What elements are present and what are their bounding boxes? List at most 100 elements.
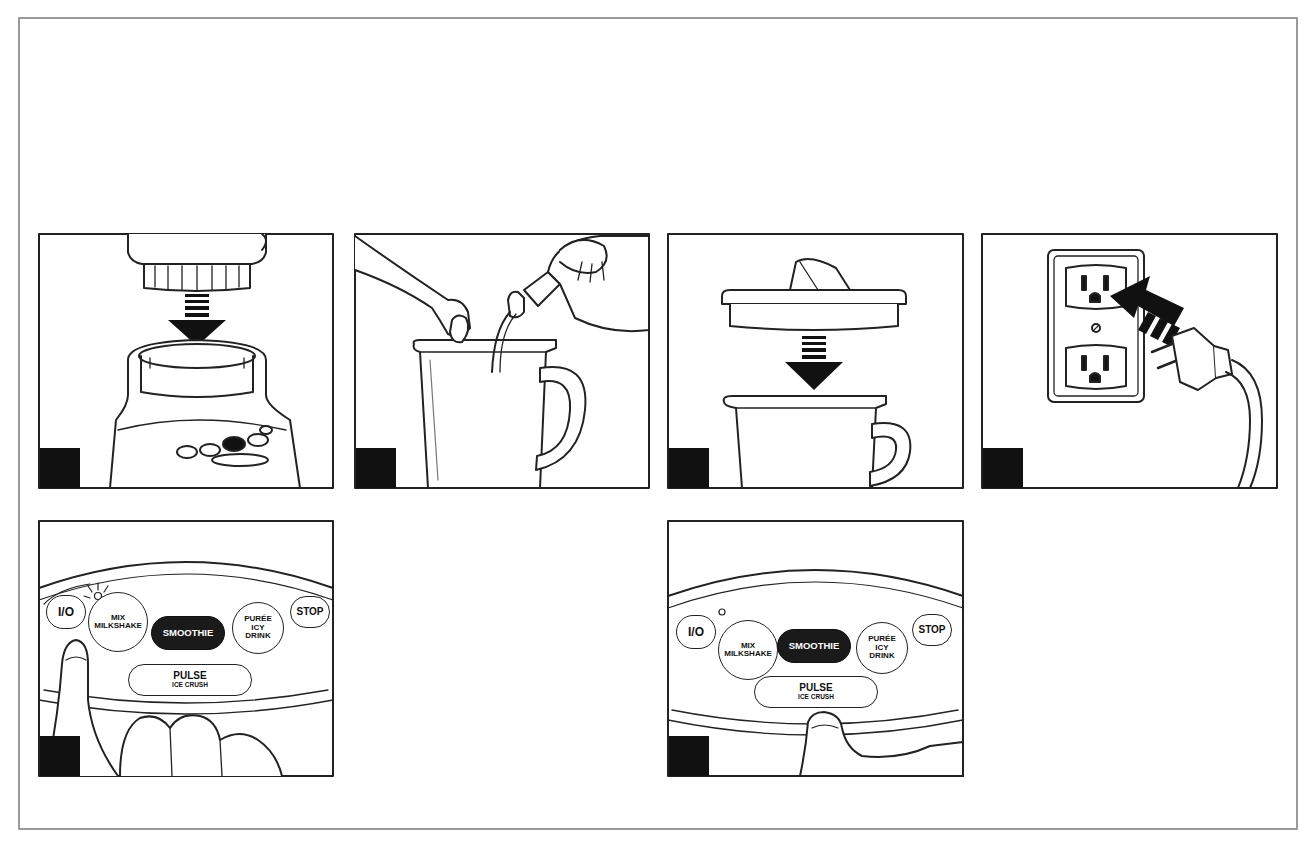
illustration-line: [1090, 373, 1100, 382]
control-button: PULSEICE CRUSH: [754, 676, 878, 708]
illustration-line: [1104, 276, 1108, 290]
illustration-line: [1054, 256, 1138, 396]
button-label: SMOOTHIE: [789, 641, 840, 651]
illustration-line: [982, 234, 1277, 488]
filling-pitcher: [355, 236, 649, 488]
lid-onto-pitcher: [722, 259, 910, 488]
illustration-line: [450, 315, 468, 342]
illustration-line: [168, 294, 226, 346]
button-label: PURÉE ICY DRINK: [862, 635, 902, 660]
illustration-line: [1172, 328, 1216, 390]
control-panel-pulse: [668, 570, 963, 776]
control-button: MIX MILKSHAKE: [718, 620, 778, 680]
control-button: I/O: [676, 615, 716, 649]
illustration-line: [170, 728, 222, 776]
control-button: STOP: [290, 596, 330, 628]
illustration-line: [128, 234, 266, 264]
illustration-line: [430, 360, 438, 480]
illustration-line: [668, 570, 963, 596]
illustration-line: [790, 259, 850, 290]
illustration-line: [420, 351, 546, 352]
illustration-line: [578, 262, 604, 282]
control-button: PURÉE ICY DRINK: [232, 602, 284, 654]
illustration-line: [212, 454, 268, 466]
illustration-line: [802, 355, 826, 359]
button-label: PULSE: [173, 671, 206, 682]
illustration-line: [1082, 356, 1086, 370]
illustration-line: [536, 367, 585, 470]
illustration-line: [40, 736, 80, 776]
illustration-line: [560, 240, 607, 273]
panel-frames: [39, 234, 1277, 776]
illustration-line: [736, 407, 876, 408]
illustration-line: [262, 234, 266, 250]
illustration-line: [1104, 356, 1108, 370]
illustration-line: [669, 448, 709, 488]
button-label: MIX MILKSHAKE: [724, 642, 772, 659]
control-button: PULSEICE CRUSH: [128, 664, 252, 696]
illustration-line: [185, 300, 209, 303]
illustration-line: [248, 434, 268, 446]
illustration-line: [110, 340, 300, 488]
illustration-line: [802, 348, 826, 352]
button-label: STOP: [296, 607, 323, 618]
illustration-line: [500, 314, 516, 372]
illustration-line: [39, 521, 333, 776]
illustration-line: [66, 657, 86, 660]
control-button: PURÉE ICY DRINK: [856, 622, 908, 674]
page-frame: [19, 18, 1297, 829]
button-label: MIX MILKSHAKE: [94, 614, 142, 631]
illustration-line: [669, 736, 709, 776]
illustration-line: [39, 562, 333, 588]
illustration-line: [39, 234, 333, 488]
illustration-line: [1093, 325, 1099, 331]
button-label: SMOOTHIE: [163, 628, 214, 638]
illustration-line: [120, 715, 282, 776]
button-label: I/O: [688, 626, 704, 639]
illustration-line: [177, 446, 197, 458]
illustration-line: [800, 262, 818, 290]
illustration-line: [40, 448, 80, 488]
button-label: STOP: [918, 625, 945, 636]
illustration-line: [548, 236, 649, 331]
control-button: MIX MILKSHAKE: [88, 592, 148, 652]
illustration-line: [870, 423, 910, 486]
illustration-line: [414, 340, 556, 488]
illustration-line: [223, 437, 245, 451]
illustration-line: [1226, 372, 1250, 488]
illustration-line: [185, 313, 209, 317]
illustration-line: [785, 362, 843, 390]
button-label: PULSE: [799, 683, 832, 694]
illustration-line: [1048, 250, 1144, 402]
control-button: SMOOTHIE: [777, 629, 851, 663]
illustration-line: [144, 264, 250, 291]
illustration-line: [668, 234, 963, 488]
illustration-line: [802, 342, 826, 345]
illustration-line: [730, 304, 898, 330]
step-squares: [40, 448, 1023, 776]
illustration-line: [155, 266, 239, 290]
control-button: I/O: [46, 595, 86, 629]
control-button: SMOOTHIE: [151, 616, 225, 650]
illustration-line: [800, 712, 963, 776]
control-panel-power: [39, 562, 333, 776]
illustration-line: [785, 336, 843, 390]
illustration-line: [722, 290, 906, 304]
illustration-line: [141, 356, 253, 397]
illustration-line: [1092, 324, 1100, 332]
illustration-line: [150, 358, 244, 368]
illustration-line: [200, 444, 220, 456]
illustration-line: [139, 344, 255, 368]
illustration-line: [185, 294, 209, 297]
illustration-line: [355, 234, 649, 488]
illustration-line: [812, 725, 838, 728]
illustration-line: [983, 448, 1023, 488]
illustration-line: [356, 448, 396, 488]
illustration-line: [1066, 345, 1126, 389]
illustration-line: [260, 426, 272, 434]
illustration-line: [724, 396, 886, 488]
illustration-line: [668, 582, 963, 608]
illustration-line: [668, 521, 963, 776]
illustration-line: [1090, 293, 1100, 302]
